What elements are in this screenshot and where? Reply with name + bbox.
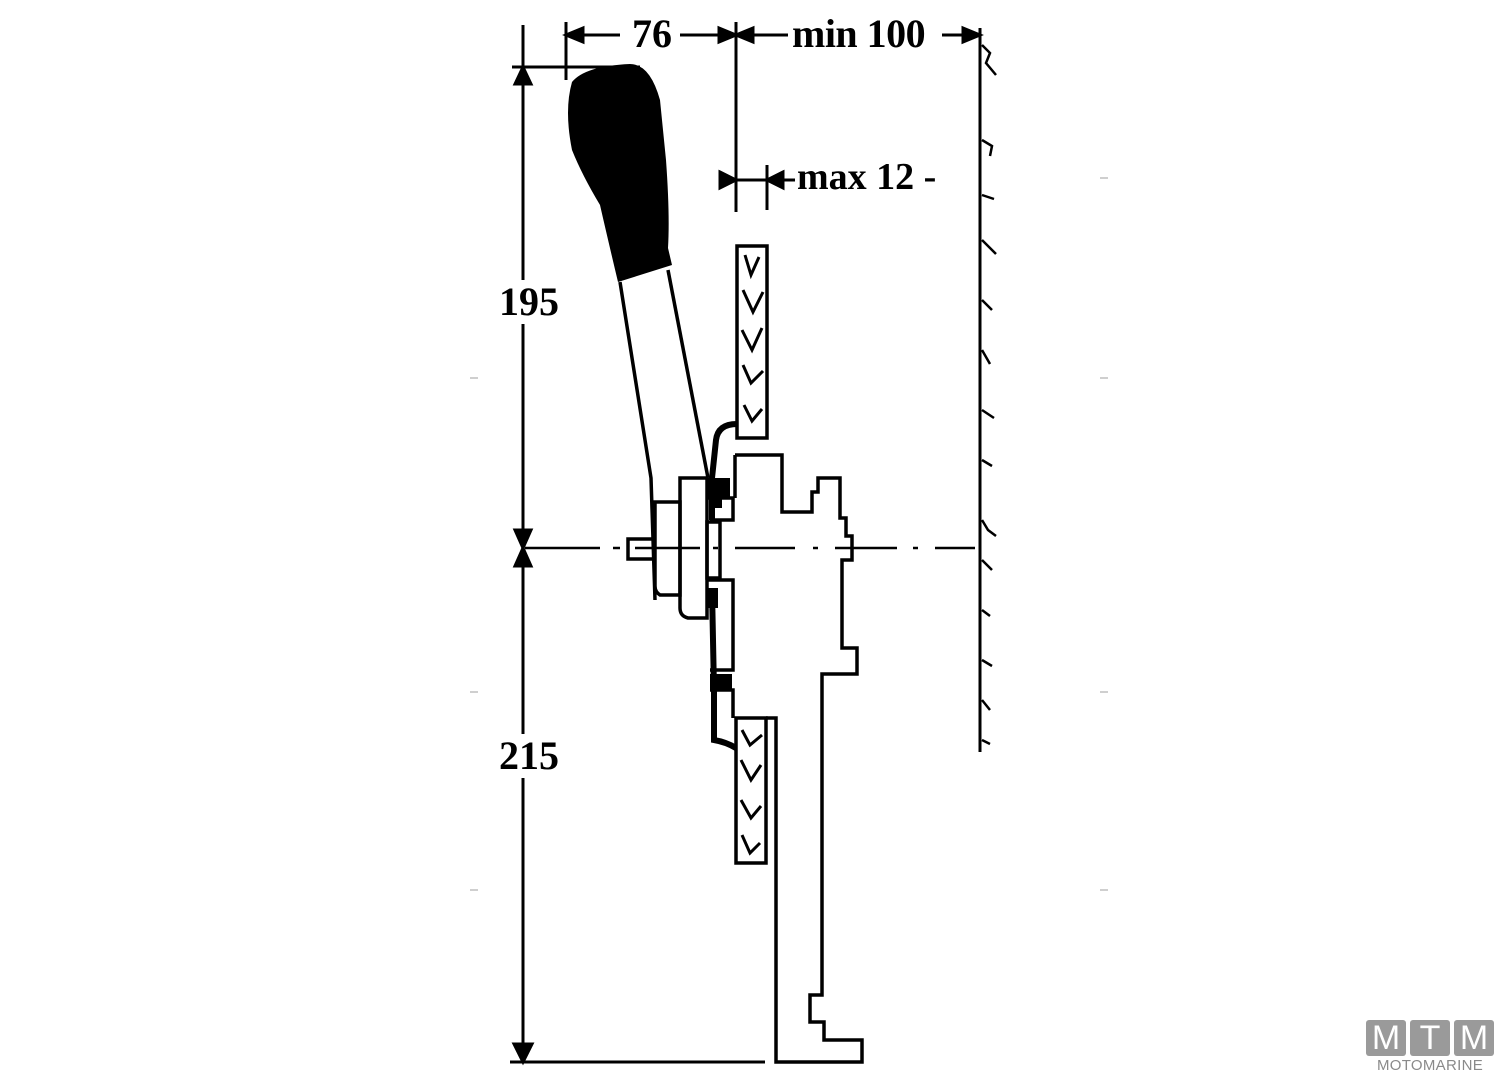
dimension-label-min-100: min 100 (790, 11, 928, 56)
horizontal-dimension-top (562, 22, 984, 212)
handle-shaft (618, 281, 657, 601)
logo-letter-m2: M (1454, 1020, 1494, 1056)
dimension-label-195: 195 (499, 279, 559, 324)
dimension-label-215: 215 (499, 733, 559, 778)
logo-letter-boxes: M T M (1366, 1020, 1494, 1056)
motomarine-logo: M T M MOTOMARINE (1366, 1020, 1494, 1076)
logo-wordmark: MOTOMARINE (1376, 1057, 1484, 1074)
logo-letter-m1: M (1366, 1020, 1406, 1056)
logo-letter-t: T (1410, 1020, 1450, 1056)
registration-marks (470, 177, 1108, 891)
bulkhead-wall (978, 28, 997, 752)
horizontal-dimension-max12 (718, 165, 795, 210)
vertical-dimension-195-215 (510, 25, 765, 1066)
lever-handle (568, 64, 710, 601)
lever-hub (626, 476, 735, 718)
control-body (733, 453, 864, 1064)
mounting-gasket (709, 421, 738, 751)
panel-upper (735, 244, 769, 440)
dimension-label-max-12: max 12 - (797, 156, 937, 198)
panel-lower (734, 716, 768, 865)
dimension-label-76: 76 (628, 14, 676, 54)
handle-knob (568, 64, 672, 282)
